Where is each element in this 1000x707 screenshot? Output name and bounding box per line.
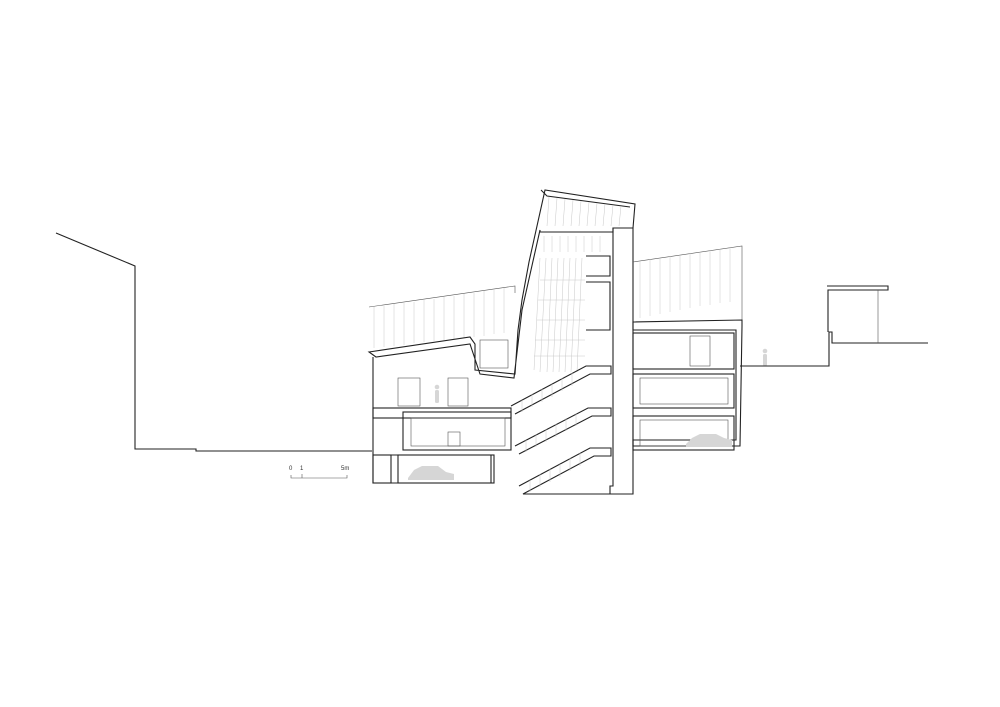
main-building-section bbox=[367, 189, 743, 495]
left-neighbour-building bbox=[55, 232, 372, 452]
scale-label-0: 0 bbox=[289, 466, 293, 472]
scale-label-5m: 5m bbox=[341, 466, 349, 472]
tower-roof-hatch bbox=[546, 196, 622, 227]
staircases bbox=[510, 365, 612, 495]
right-roof-hatch bbox=[639, 247, 731, 318]
right-neighbour-canopy bbox=[827, 285, 889, 332]
tower-interior-hatch bbox=[543, 236, 601, 252]
person-figure-right bbox=[762, 348, 768, 366]
right-ground-line bbox=[740, 331, 928, 367]
left-roof-hatch bbox=[373, 288, 505, 348]
scale-bar: 0 1 5m bbox=[289, 466, 349, 479]
bookshelf-hatch bbox=[533, 257, 585, 373]
car-left-figure bbox=[408, 466, 454, 480]
car-right-figure bbox=[686, 434, 732, 447]
person-figure-left bbox=[434, 384, 440, 403]
scale-label-1: 1 bbox=[300, 466, 304, 472]
